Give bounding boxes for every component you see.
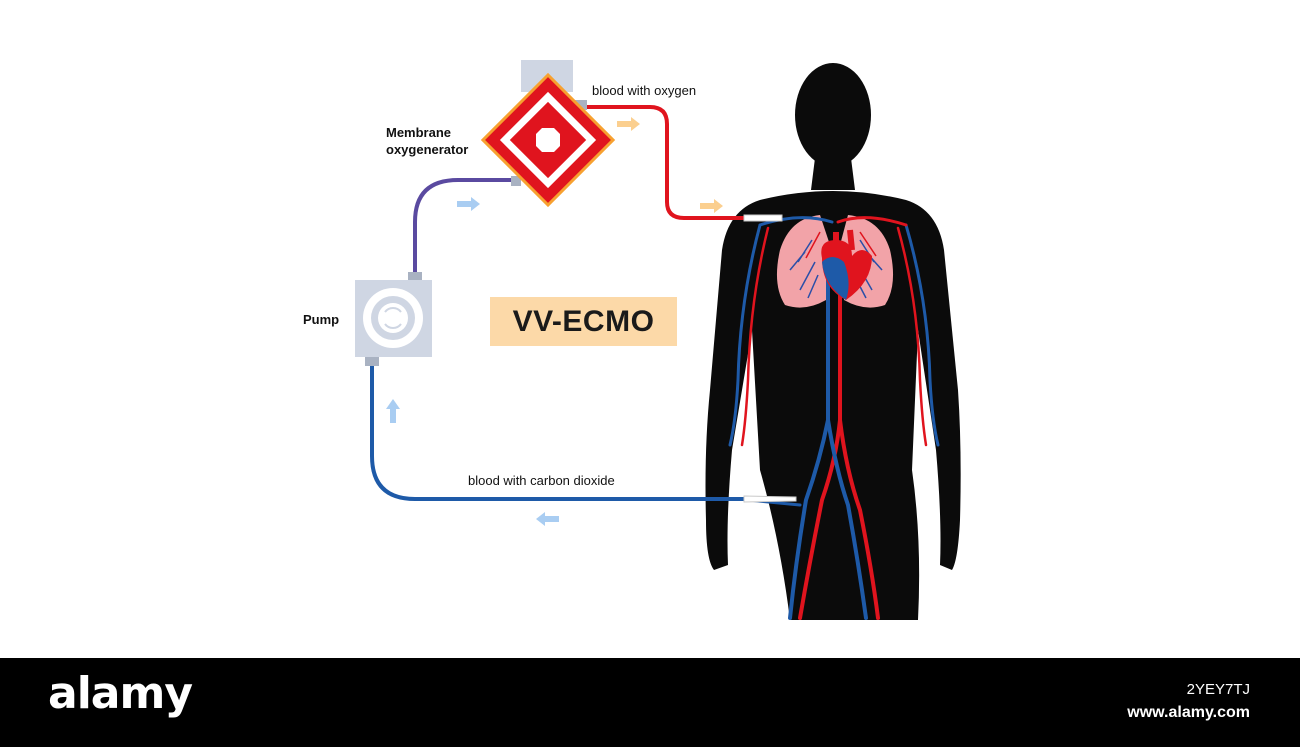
oxygenator-label: Membrane oxygenerator	[386, 125, 469, 157]
image-id: 2YEY7TJ	[1186, 681, 1250, 698]
cannula-neck	[743, 214, 783, 222]
heart-icon	[821, 229, 872, 300]
cannula-thigh	[743, 495, 797, 503]
oxygenated-tube	[582, 105, 745, 220]
oxygenated-blood-label: blood with oxygen	[592, 83, 697, 98]
diagram-canvas: Membrane oxygenerator Pump blood with ox…	[303, 60, 961, 620]
diagram-title: VV-ECMO	[512, 304, 655, 338]
flow-arrow-icon	[386, 117, 723, 526]
deoxygenated-tube	[370, 365, 748, 501]
oxygenator-icon	[480, 60, 616, 208]
brand-logo: alamy	[48, 668, 193, 719]
site-url: www.alamy.com	[1127, 704, 1250, 721]
human-silhouette-icon	[705, 63, 961, 620]
watermark-footer	[0, 658, 1300, 747]
pump-icon	[355, 272, 432, 366]
deoxygenated-blood-label: blood with carbon dioxide	[468, 473, 615, 488]
title-badge: VV-ECMO	[490, 297, 677, 346]
ecmo-diagram	[355, 60, 961, 620]
pump-label: Pump	[303, 312, 340, 327]
pump-to-oxygenator-tube	[413, 178, 512, 276]
blood-vessels	[728, 216, 940, 620]
